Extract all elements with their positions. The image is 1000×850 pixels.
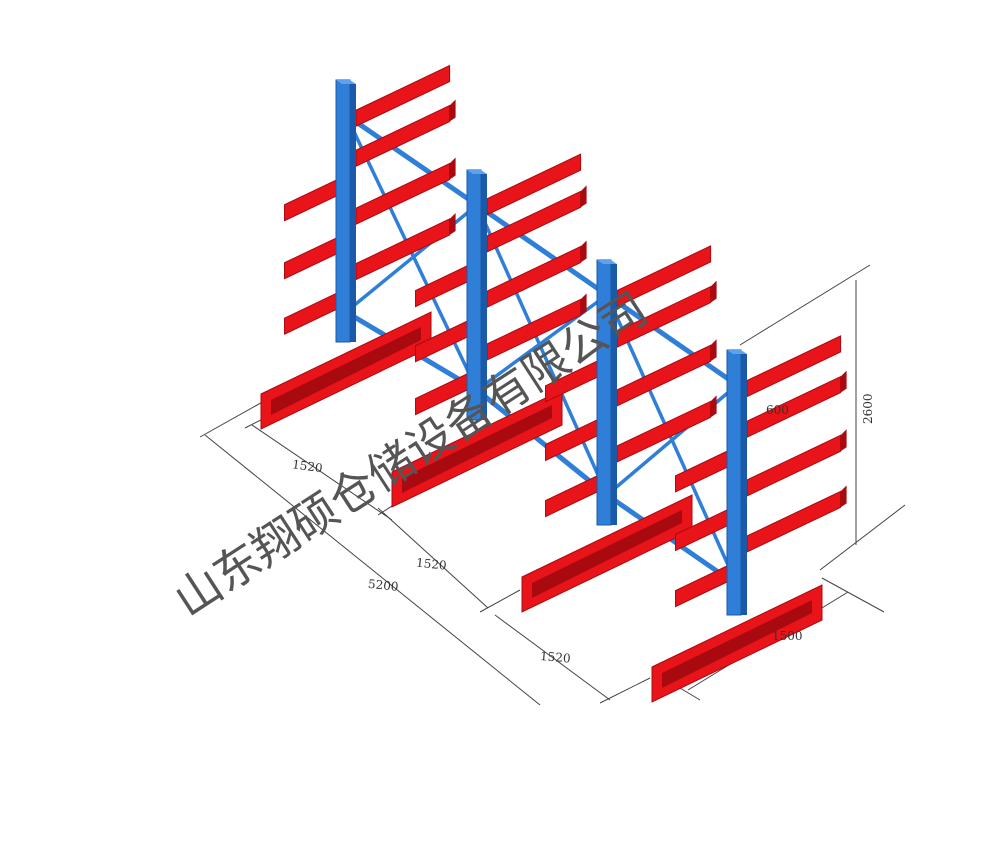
arm-tip-back [580,185,587,208]
upright-column-side [481,174,487,420]
arm-tip-back [580,293,587,316]
cantilever-arm-back [355,218,451,281]
cantilever-arm-front [545,475,598,518]
cantilever-arm-front [284,237,337,280]
cantilever-arm-front [284,292,337,335]
upright-column-side [611,264,617,525]
dim-label-height: 2600 [861,393,875,424]
rack-base-channel [402,405,552,493]
upright-column [335,79,351,343]
arm-tip-back [449,212,456,235]
upright-column-cap [336,80,356,84]
horizontal-brace-top [344,112,479,208]
dim-line-bay-1 [251,424,393,521]
dim-label-base: 1500 [772,629,803,643]
cantilever-arm-back [616,344,712,407]
rack-base-channel [271,327,421,415]
cantilever-arm-back [355,162,451,225]
arm-tip-back [580,240,587,263]
upright-column-side [350,84,356,342]
upright-column [726,349,742,616]
cantilever-arm-front [415,265,468,308]
diagonal-brace [475,204,609,496]
cantilever-arm-front [675,565,728,608]
dim-label-arm: 600 [766,403,789,417]
dim-ext-base-2 [821,577,885,613]
dim-ext-height-2 [819,504,906,571]
horizontal-brace-top [605,292,739,388]
horizontal-brace-top [475,202,609,298]
cantilever-arm-back [746,490,842,553]
arm-tip-back [840,485,847,508]
arm-tip-back [840,370,847,393]
dim-ext-5 [599,677,651,704]
rack-structure [260,64,847,703]
cantilever-arm-front [675,450,728,493]
upright-column-cap [467,170,487,174]
dim-label-bay-2: 1520 [415,556,447,573]
dim-label-total: 5200 [367,577,399,594]
rack-base-channel [532,510,682,598]
arm-tip-back [710,339,717,362]
dim-line-bay-2 [377,507,489,609]
arm-tip-back [449,99,456,122]
rack-base-channel [662,600,812,688]
cantilever-arm-back [616,400,712,463]
dim-line-total [204,434,541,706]
dim-label-bay-3: 1520 [540,649,572,666]
upright-column-cap [727,350,747,354]
horizontal-brace-bottom [475,388,609,497]
arm-tip-back [840,429,847,452]
cantilever-arm-back [746,434,842,497]
arm-tip-back [710,395,717,418]
upright-column-side [741,354,747,615]
dim-line-bay-3 [494,614,611,701]
dim-ext-height-1 [739,264,871,346]
dim-label-bay-1: 1520 [291,457,323,475]
arm-tip-back [710,280,717,303]
upright-column-cap [597,260,617,264]
cantilever-arm-front [284,179,337,222]
dim-ext-4 [479,589,521,613]
arm-tip-back [449,157,456,180]
